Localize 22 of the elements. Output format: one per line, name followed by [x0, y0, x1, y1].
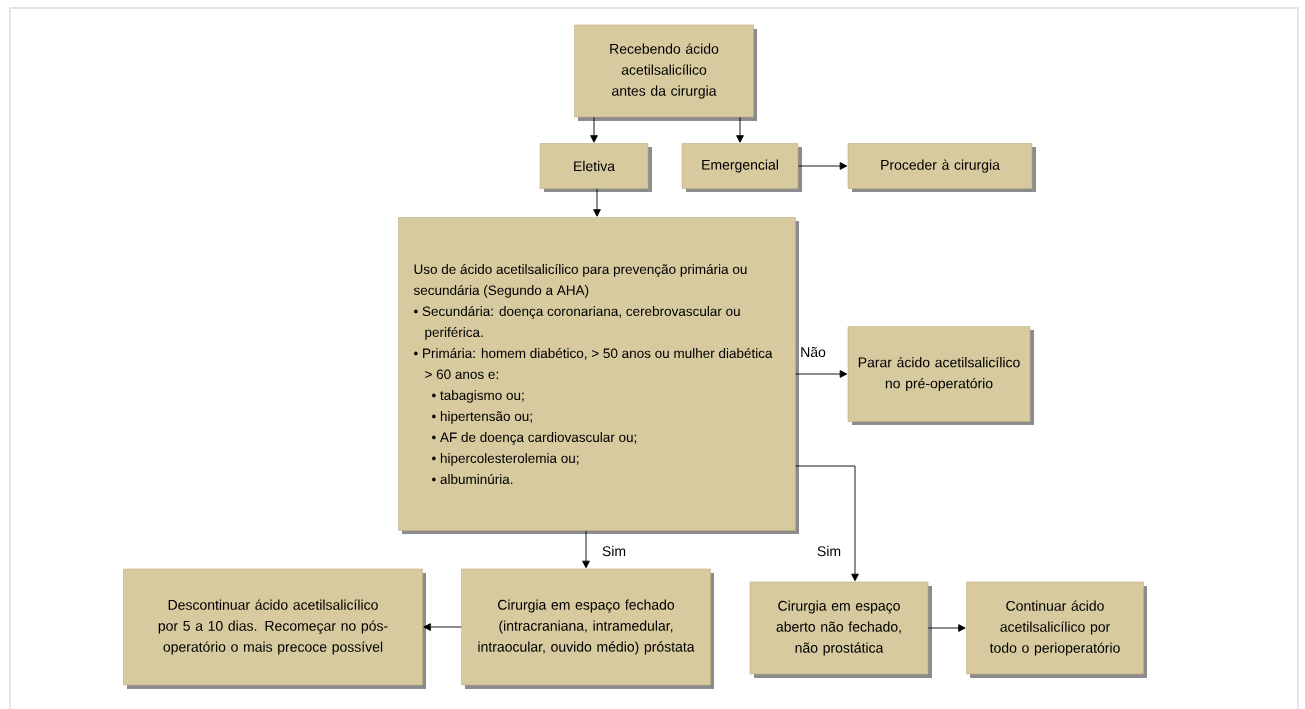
- edge-label: Sim: [600, 544, 628, 558]
- process-box: Parar ácido acetilsalicílico no pré-operatório: [847, 326, 1034, 425]
- arrow: [590, 116, 598, 143]
- arrow: [795, 465, 859, 582]
- process-box: Eletiva: [539, 143, 652, 192]
- arrow: [423, 623, 462, 631]
- arrow: [797, 162, 848, 170]
- process-box: Recebendo ácido acetilsalicílico antes da cirurgia: [574, 24, 757, 121]
- arrow: [736, 116, 744, 143]
- process-box: Proceder à cirurgia: [847, 143, 1036, 192]
- process-box: Continuar ácido acetilsalicílico por todo o perioperatório: [966, 581, 1147, 678]
- arrow: [927, 624, 966, 632]
- process-box: Cirurgia em espaço fechado (intracraniana, intramedular, intraocular, ouvido médio) próstata: [461, 568, 714, 689]
- arrow: [795, 370, 848, 378]
- edge-label: Não: [799, 345, 827, 359]
- process-box: Uso de ácido acetilsalicílico para prevenção primária ou secundária (Segundo a AHA) • Secundária: doença coronariana, cerebrovascular ou periférica. • Primária: homem diabético, > 50 anos ou mulher diabética > 60 anos e: • tabagismo ou; • hipertensão ou; • AF de doença cardiovascular ou; • hipercolesterolemia ou; • albuminúria.: [398, 217, 799, 534]
- arrow: [582, 530, 590, 569]
- process-box: Descontinuar ácido acetilsalicílico por 5 a 10 dias. Recomeçar no pós-operatório o mais precoce possível: [123, 568, 426, 689]
- process-box: Emergencial: [681, 143, 802, 192]
- process-box: Cirurgia em espaço aberto não fechado, não prostática: [749, 581, 932, 678]
- arrow: [593, 188, 601, 217]
- edge-label: Sim: [815, 544, 843, 558]
